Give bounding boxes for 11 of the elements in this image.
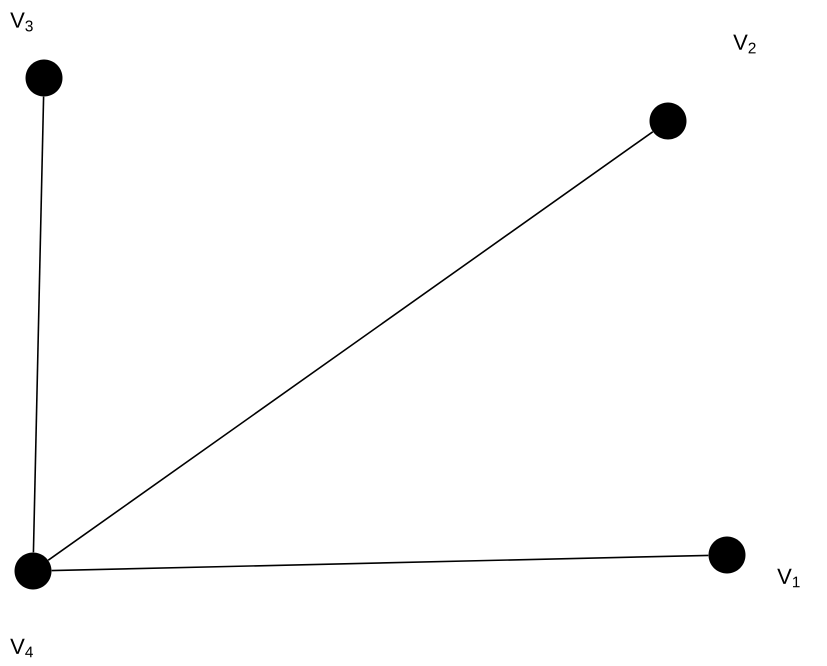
connector-line: [32, 96, 44, 552]
vertex-dot: [26, 60, 62, 96]
vertex-dot: [14, 552, 52, 590]
vertex-dot: [650, 102, 686, 140]
vertex-dot: [708, 536, 746, 574]
vertex-label: V$_{2}$: [733, 34, 756, 54]
vertex-label: V$_{3}$: [10, 12, 33, 32]
vertex-label: V$_{4}$: [10, 638, 33, 658]
connector-line: [48, 131, 654, 561]
vertex-label: V$_{1}$: [777, 568, 800, 588]
connector-line: [52, 554, 708, 572]
